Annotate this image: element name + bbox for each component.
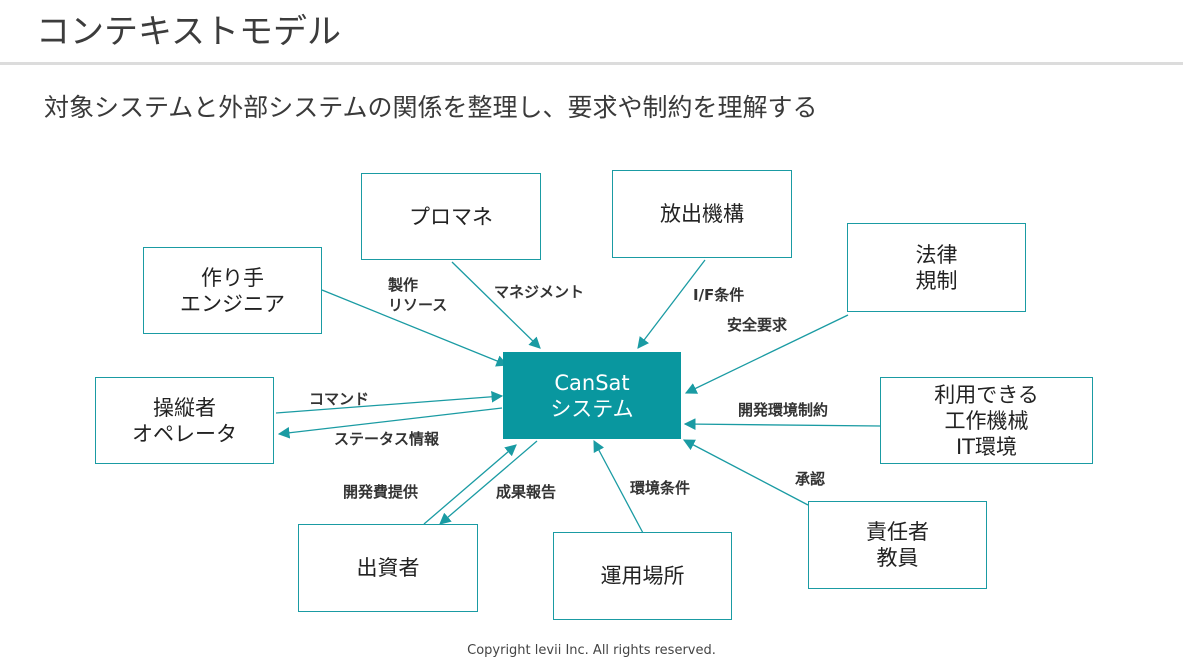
operator-node: 操縦者 オペレータ <box>95 377 274 464</box>
promane-node: プロマネ <box>361 173 541 260</box>
operation-site-node: 運用場所 <box>553 532 732 620</box>
page-title: コンテキストモデル <box>36 12 341 52</box>
edge-label-status: ステータス情報 <box>334 430 440 448</box>
maker-engineer-node: 作り手 エンジニア <box>143 247 322 334</box>
edge-label-report: 成果報告 <box>496 483 557 501</box>
edge-label-maker-resource: 製作 リソース <box>388 276 448 314</box>
edge-label-funding: 開発費提供 <box>343 483 419 501</box>
edge-center-to-operator <box>277 407 503 439</box>
edge-supervisor-to-center <box>682 439 809 506</box>
edge-label-env-condition: 環境条件 <box>630 479 691 497</box>
copyright-footer: Copyright levii Inc. All rights reserved… <box>467 643 716 658</box>
title-divider <box>0 62 1183 65</box>
page-subtitle: 対象システムと外部システムの関係を整理し、要求や制約を理解する <box>44 93 818 122</box>
edge-label-if-condition: I/F条件 <box>693 286 745 304</box>
edge-label-approval: 承認 <box>795 470 826 488</box>
edge-maker-to-center <box>321 289 509 367</box>
edge-center-to-investor <box>439 440 538 525</box>
edge-tools-to-center <box>683 418 881 430</box>
tools-environment-node: 利用できる 工作機械 IT環境 <box>880 377 1093 464</box>
cansat-system-node: CanSat システム <box>503 352 681 439</box>
edge-label-command: コマンド <box>309 390 370 408</box>
edge-label-management: マネジメント <box>494 283 585 301</box>
edge-release-to-center <box>637 259 706 349</box>
edge-site-to-center <box>593 439 644 534</box>
edge-label-dev-env: 開発環境制約 <box>738 401 829 419</box>
release-mechanism-node: 放出機構 <box>612 170 792 258</box>
law-regulation-node: 法律 規制 <box>847 223 1026 312</box>
edge-label-safety: 安全要求 <box>727 316 788 334</box>
edge-operator-to-center <box>275 390 504 414</box>
supervisor-teacher-node: 責任者 教員 <box>808 501 987 589</box>
edge-promane-to-center <box>451 261 541 349</box>
investor-node: 出資者 <box>298 524 478 612</box>
edge-law-to-center <box>684 314 849 394</box>
edge-investor-to-center <box>423 444 517 525</box>
